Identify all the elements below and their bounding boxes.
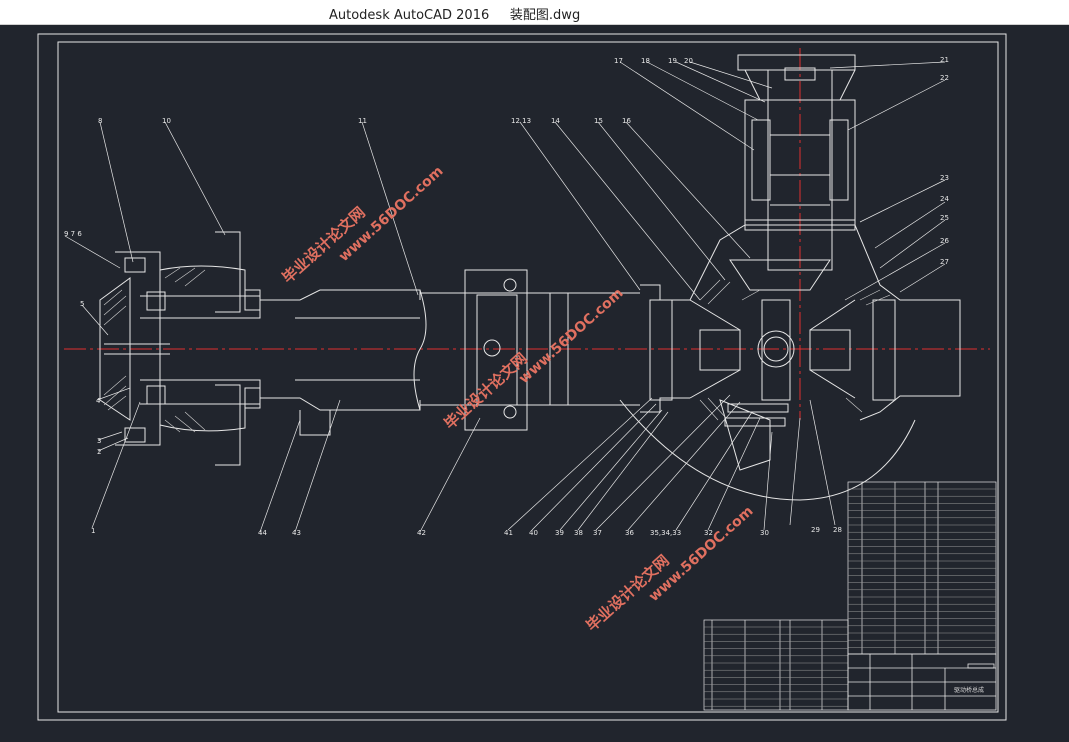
hub-hatch — [103, 267, 206, 433]
parts-list-right-rows — [848, 488, 996, 648]
part-label-12-13: 12 13 — [511, 117, 531, 125]
part-label-10: 10 — [162, 117, 171, 125]
part-label-14: 14 — [551, 117, 560, 125]
part-labels: 1 2 3 4 5 8 10 11 9 7 6 12 13 14 15 16 1… — [64, 56, 949, 537]
part-label-5: 5 — [80, 300, 84, 308]
part-label-8: 8 — [98, 117, 102, 125]
part-label-27: 27 — [940, 258, 949, 266]
title-block — [847, 653, 997, 711]
file-name: 装配图.dwg — [509, 8, 581, 23]
watermarks: 毕业设计论文网 www.56DOC.com 毕业设计论文网 www.56DOC.… — [279, 163, 757, 635]
title-bar: Autodesk AutoCAD 2016 装配图.dwg — [0, 0, 1069, 25]
wheel-hub — [99, 231, 261, 466]
part-label-15: 15 — [594, 117, 603, 125]
part-label-43: 43 — [292, 529, 301, 537]
parts-list-left-rows — [704, 626, 848, 707]
housing-hatch — [699, 279, 891, 421]
leader-lines — [64, 61, 946, 533]
part-label-42: 42 — [417, 529, 426, 537]
pinion-shaft — [737, 54, 856, 271]
part-label-29: 29 — [811, 526, 820, 534]
part-label-1: 1 — [91, 527, 95, 535]
part-label-24: 24 — [940, 195, 949, 203]
part-label-3: 3 — [97, 437, 101, 445]
part-label-28: 28 — [833, 526, 842, 534]
axle-housing — [260, 269, 640, 436]
part-label-26: 26 — [940, 237, 949, 245]
part-label-11: 11 — [358, 117, 367, 125]
part-label-4: 4 — [96, 397, 101, 405]
part-label-40: 40 — [529, 529, 538, 537]
window-title: Autodesk AutoCAD 2016 装配图.dwg — [329, 4, 580, 23]
part-label-32: 32 — [704, 529, 713, 537]
part-label-21: 21 — [940, 56, 949, 64]
part-label-44: 44 — [258, 529, 267, 537]
part-label-19: 19 — [668, 57, 677, 65]
part-label-2: 2 — [97, 448, 101, 456]
part-label-37: 37 — [593, 529, 602, 537]
part-label-41: 41 — [504, 529, 513, 537]
part-label-38: 38 — [574, 529, 583, 537]
part-label-39: 39 — [555, 529, 564, 537]
part-label-22: 22 — [940, 74, 949, 82]
part-label-23: 23 — [940, 174, 949, 182]
reducer-housing — [619, 224, 961, 501]
part-label-20: 20 — [684, 57, 693, 65]
app-title: Autodesk AutoCAD 2016 — [329, 8, 490, 23]
part-label-16: 16 — [622, 117, 631, 125]
part-label-18: 18 — [641, 57, 650, 65]
part-label-30: 30 — [760, 529, 769, 537]
inner-frame — [57, 41, 999, 713]
part-label-976: 9 7 6 — [64, 230, 82, 238]
parts-list-left — [703, 619, 849, 711]
drawing-canvas[interactable]: 1 2 3 4 5 8 10 11 9 7 6 12 13 14 15 16 1… — [0, 24, 1069, 742]
watermark-url-2: www.56DOC.com — [516, 285, 627, 387]
drawing-title: 驱动桥总成 — [954, 686, 984, 694]
part-label-36: 36 — [625, 529, 634, 537]
part-label-33: 35,34,33 — [650, 529, 681, 537]
part-label-25: 25 — [940, 214, 949, 222]
part-label-17: 17 — [614, 57, 623, 65]
outer-frame — [37, 33, 1007, 721]
